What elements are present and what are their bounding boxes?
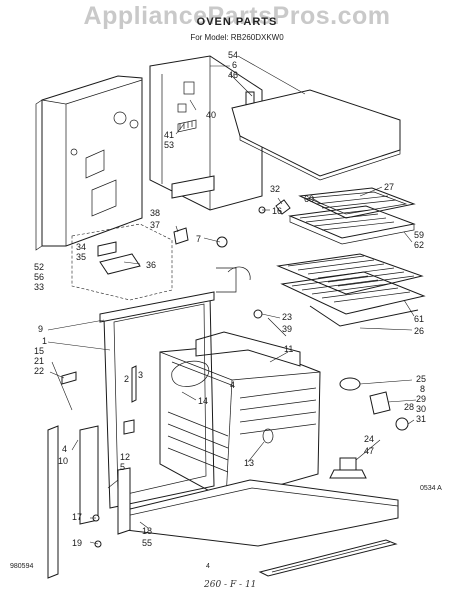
footer-right-code: 0534 A [420,485,442,492]
broil-pan-grid [288,187,416,245]
callout-15: 15 [34,346,44,356]
footer-page-number: 4 [206,563,210,570]
callout-52: 52 [34,262,44,272]
callout-32: 32 [270,184,280,194]
callout-29: 29 [416,394,426,404]
watermark: AppliancePartsPros.com [83,2,391,30]
callout-2: 2 [124,374,129,384]
callout-31: 31 [416,414,426,424]
callout-17: 17 [72,512,82,522]
callout-10: 10 [58,456,68,466]
callout-12: 12 [120,452,130,462]
model-line: For Model: RB260DXKW0 [190,33,284,42]
footer-handwritten-note: 260 - F - 11 [204,580,257,590]
lower-front [47,425,399,579]
callout-55: 55 [142,538,152,548]
footer-left-code: 980594 [10,563,34,570]
callout-9: 9 [38,324,43,334]
callout-13: 13 [244,458,254,468]
callout-19: 19 [72,538,82,548]
callout-46: 46 [228,70,238,80]
callout-59: 59 [414,230,424,240]
callout-6: 6 [232,60,237,70]
callout-30: 30 [416,404,426,414]
callout-4-top: 4 [230,380,235,390]
callout-56: 56 [34,272,44,282]
callout-11: 11 [284,344,293,354]
oven-cavity [159,331,321,501]
callouts: 54 6 46 40 41 53 32 16 60 27 38 37 7 34 … [34,50,426,548]
callout-53: 53 [164,140,174,150]
callout-5: 5 [120,462,125,472]
callout-24: 24 [364,434,374,444]
callout-40: 40 [206,110,216,120]
callout-7: 7 [196,234,201,244]
outer-shell [99,266,251,509]
callout-61: 61 [414,314,424,324]
callout-36: 36 [146,260,156,270]
callout-47: 47 [364,446,374,456]
callout-28: 28 [404,402,414,412]
callout-60: 60 [304,194,314,204]
callout-22: 22 [34,366,44,376]
callout-35: 35 [76,252,86,262]
callout-18: 18 [142,526,152,536]
callout-34: 34 [76,242,86,252]
callout-21: 21 [34,356,44,366]
callout-27: 27 [384,182,394,192]
callout-25: 25 [416,374,426,384]
control-back-panel [149,55,263,211]
top-panel [231,89,401,181]
rear-panel [35,75,143,251]
callout-8: 8 [420,384,425,394]
small-parts [61,199,409,548]
callout-3: 3 [138,370,143,380]
callout-16: 16 [272,206,282,216]
callout-38: 38 [150,208,160,218]
callout-39: 39 [282,324,292,334]
callout-62: 62 [414,240,424,250]
callout-4-left: 4 [62,444,67,454]
callout-14: 14 [198,396,208,406]
callout-33: 33 [34,282,44,292]
leader-lines [47,55,417,545]
callout-41: 41 [164,130,174,140]
callout-37: 37 [150,220,160,230]
callout-54: 54 [228,50,238,60]
callout-26: 26 [414,326,424,336]
callout-23: 23 [282,312,292,322]
oven-racks [276,253,426,327]
callout-1: 1 [42,336,47,346]
diagram-title: OVEN PARTS [196,16,278,28]
